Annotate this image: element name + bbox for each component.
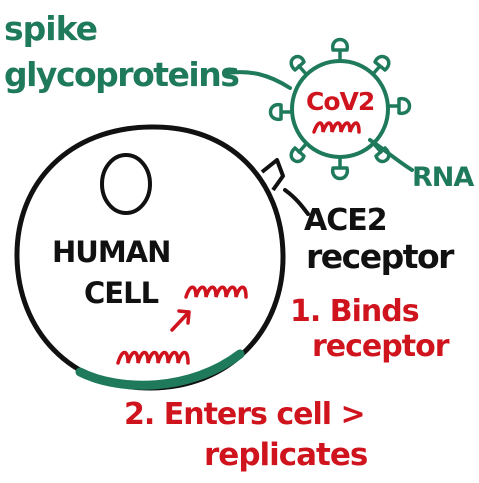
cell-rna [116,285,248,365]
spike [268,103,294,121]
step1-label-line1: 1. Binds [290,294,419,329]
spike [386,97,412,115]
cell-label-line2: CELL [84,276,159,310]
rna-label: RNA [412,162,474,193]
virus-name: CoV2 [306,87,374,116]
spike [331,37,349,63]
ace2-label-line1: ACE2 [304,203,387,238]
virus-rna [312,121,361,134]
spike [331,155,349,181]
cell-label-line1: HUMAN [52,235,170,269]
rna-replicated [184,285,248,299]
spike-label-line1: spike [4,9,97,48]
ace2-label-line2: receptor [306,237,455,276]
rna-entered [116,350,190,365]
spike [371,54,391,76]
nucleus [100,153,152,215]
virus: CoV2 [268,37,412,181]
ace2-pointer-line [283,188,310,216]
membrane-entry-site [75,349,245,390]
step2-label-line2: replicates [204,437,367,473]
rna-pointer-line [368,138,414,172]
spike-pointer-line [224,70,292,90]
spike-proteins [268,37,412,181]
replication-arrow [170,309,191,332]
spike [289,54,308,76]
spike [289,142,308,164]
spike-label-line2: glycoproteins [4,55,239,94]
step1-label-line2: receptor [312,329,450,364]
human-cell: HUMAN CELL [14,124,286,391]
step2-label-line1: 2. Enters cell > [124,397,365,432]
ace2-receptor-shape [260,158,285,192]
